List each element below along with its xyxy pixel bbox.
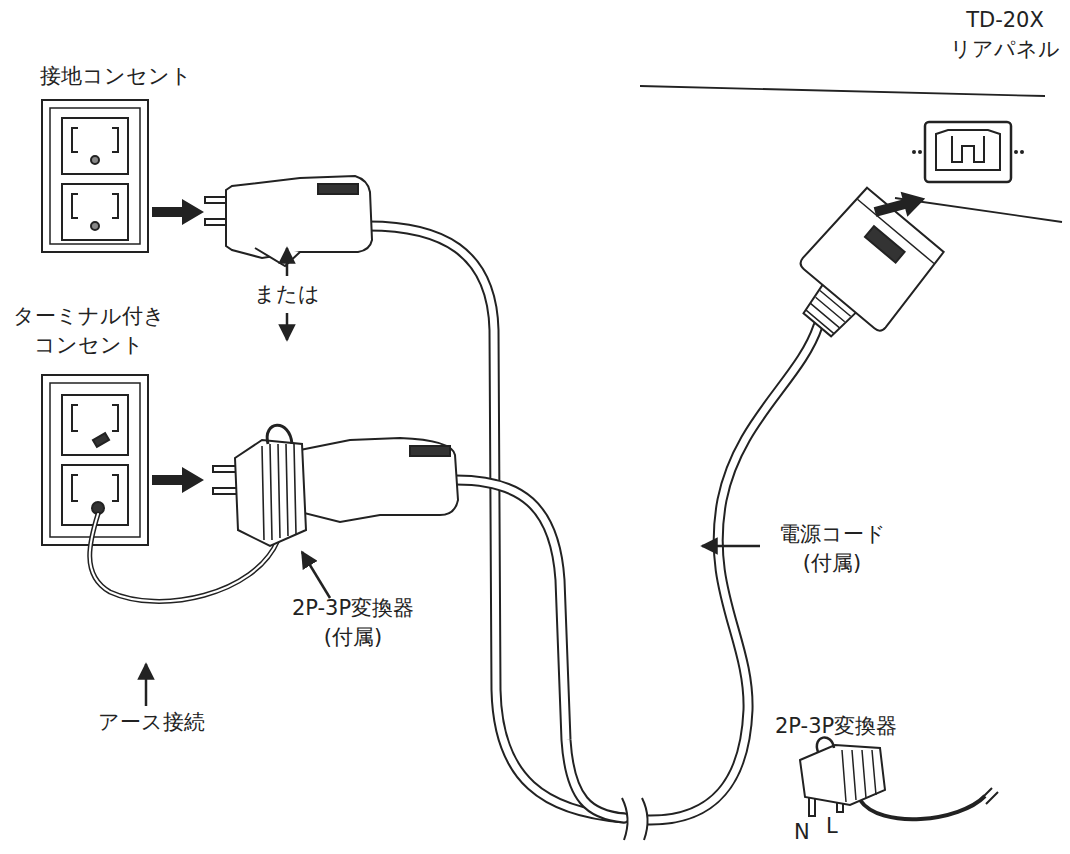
- ac-inlet: [912, 122, 1024, 182]
- grounded-outlet: [42, 100, 148, 252]
- adapter-detail: [817, 737, 834, 752]
- adapter-detail: [800, 745, 885, 805]
- grounded-outlet: [91, 222, 99, 230]
- power-cord: [646, 326, 818, 820]
- adapter-plug: [410, 446, 450, 456]
- ac-inlet: [912, 150, 916, 154]
- three-pin-plug: [226, 176, 372, 258]
- pin-label: N: [794, 818, 814, 847]
- adapter-plug: [213, 488, 237, 494]
- break-mark: [622, 798, 628, 840]
- adapter-detail: [860, 796, 985, 819]
- grounded-outlet: [42, 100, 148, 252]
- break-mark: [642, 798, 648, 840]
- three-pin-plug: [318, 184, 358, 194]
- ac-inlet: [918, 150, 922, 154]
- adapter-detail: [980, 788, 998, 804]
- cord-label: 電源コード (付属): [762, 520, 902, 578]
- leader-arrow: [302, 552, 330, 598]
- insert-arrow: [152, 467, 204, 493]
- leader-arrow: [286, 313, 289, 340]
- leader-arrow: [146, 248, 760, 706]
- power-cord: [368, 226, 624, 818]
- panel-label: TD-20X リアパネル: [940, 6, 1070, 64]
- leader-arrow: [145, 664, 148, 706]
- break-mark: [622, 798, 648, 840]
- grounded-outlet: [112, 194, 118, 218]
- ac-inlet: [925, 122, 1011, 182]
- ac-inlet: [1020, 150, 1024, 154]
- ac-inlet: [952, 136, 984, 162]
- leader-arrow: [286, 248, 289, 276]
- power-cord: [456, 480, 624, 818]
- adapter-plug: [213, 466, 237, 472]
- iec-connector: [865, 226, 905, 262]
- outlet-label: ターミナル付き コンセント: [5, 302, 173, 360]
- terminal-outlet: [72, 405, 78, 431]
- insert-arrow: [152, 186, 929, 493]
- ac-inlet: [936, 130, 1000, 170]
- terminal-outlet: [62, 395, 128, 455]
- grounded-outlet: [72, 128, 78, 152]
- adapter-plug: [290, 438, 458, 522]
- ac-inlet: [1014, 150, 1018, 154]
- adapter-label: 2P-3P変換器: [775, 712, 945, 741]
- iec-connector: [776, 185, 947, 359]
- adapter-plug: [235, 440, 306, 546]
- leader-arrow: [702, 545, 760, 548]
- adapter-detail: [800, 737, 998, 819]
- insert-arrow: [872, 186, 929, 225]
- power-cord: [456, 480, 624, 818]
- power-cord: [646, 326, 818, 820]
- adapter-label: 2P-3P変換器 (付属): [278, 594, 428, 652]
- grounded-outlet: [62, 184, 128, 240]
- grounded-outlet: [112, 128, 118, 152]
- terminal-outlet: [112, 405, 118, 431]
- adapter-detail: [842, 750, 876, 802]
- insert-arrow: [152, 199, 204, 225]
- three-pin-plug: [255, 248, 300, 266]
- terminal-outlet: [93, 433, 109, 447]
- rear-panel: [640, 86, 1045, 96]
- break-mark: [622, 798, 648, 840]
- ground-label: アース接続: [98, 708, 228, 737]
- adapter-plug: [262, 444, 296, 540]
- grounded-outlet: [72, 194, 78, 218]
- three-pin-plug: [205, 176, 372, 266]
- power-cord: [368, 226, 818, 820]
- outlet-label: 接地コンセント: [40, 62, 240, 91]
- grounded-outlet: [91, 156, 99, 164]
- iec-connector: [798, 185, 947, 333]
- adapter-plug: [267, 425, 292, 444]
- terminal-outlet: [50, 383, 140, 537]
- pin-label: L: [826, 812, 846, 841]
- rear-panel: [640, 86, 1062, 222]
- adapter-plug: [213, 425, 458, 546]
- or-label: または: [252, 280, 322, 309]
- grounded-outlet: [62, 118, 128, 174]
- power-cord: [368, 226, 624, 818]
- terminal-outlet: [112, 475, 118, 501]
- grounded-outlet: [50, 108, 140, 244]
- terminal-outlet: [72, 475, 78, 501]
